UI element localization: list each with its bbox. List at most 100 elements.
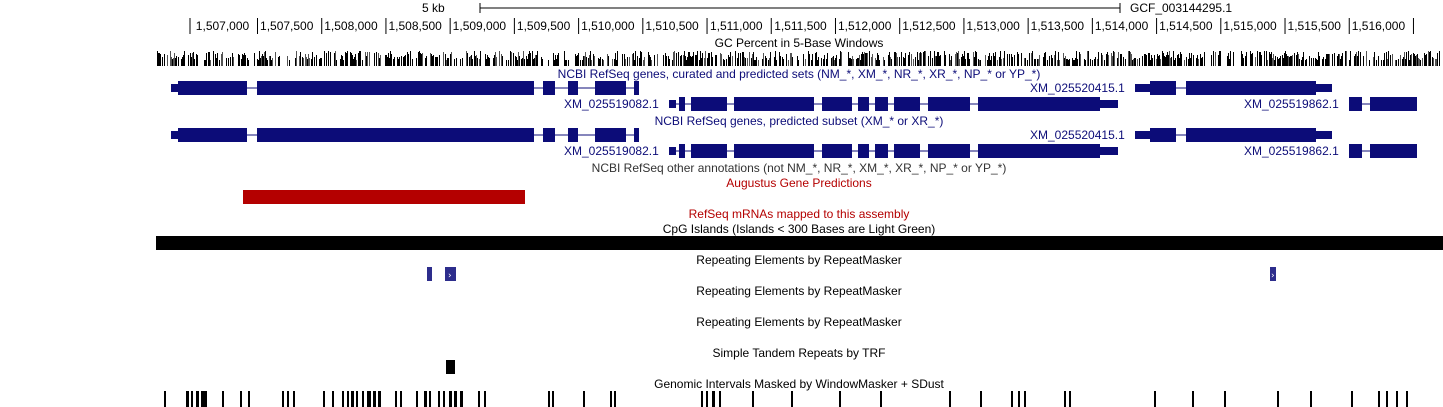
gc-percent-bar [629, 57, 630, 66]
track-label-repeatmasker-2[interactable]: Repeating Elements by RepeatMasker [696, 284, 902, 298]
track-label-repeatmasker-3[interactable]: Repeating Elements by RepeatMasker [696, 315, 902, 329]
gc-percent-bar [1012, 57, 1013, 66]
gc-percent-bar [456, 58, 457, 66]
gc-percent-bar [369, 52, 370, 66]
track-label-windowmasker[interactable]: Genomic Intervals Masked by WindowMasker… [654, 377, 944, 391]
gc-percent-bar [1120, 54, 1121, 66]
refseq-all-gene-lower-row-exon [679, 97, 685, 111]
gc-percent-bar [895, 52, 896, 66]
track-label-refseq-other[interactable]: NCBI RefSeq other annotations (not NM_*,… [591, 161, 1007, 175]
track-label-refseq-predicted[interactable]: NCBI RefSeq genes, predicted subset (XM_… [654, 114, 944, 128]
gc-percent-bar [488, 57, 489, 66]
gc-percent-bar [923, 52, 924, 66]
track-label-gc-percent[interactable]: GC Percent in 5-Base Windows [714, 36, 884, 50]
gc-percent-bar [1014, 55, 1015, 66]
track-label-refseq-mrna[interactable]: RefSeq mRNAs mapped to this assembly [688, 207, 910, 221]
windowmasker-interval [949, 391, 951, 407]
gc-percent-bar [745, 58, 746, 66]
ruler-tick-label: 1,510,500 [645, 19, 699, 33]
gc-percent-bar [1131, 54, 1132, 66]
gc-percent-bar [826, 59, 827, 66]
refseq-predicted-gene-xm-025519082-exon [568, 128, 578, 142]
gc-percent-bar [1392, 54, 1393, 66]
track-label-augustus[interactable]: Augustus Gene Predictions [726, 176, 872, 190]
gc-percent-bar [511, 52, 512, 66]
gc-percent-bar [188, 55, 189, 66]
gc-percent-bar [447, 58, 448, 66]
gene-label-xm-025520415[interactable]: XM_025520415.1 [1030, 81, 1125, 95]
gc-percent-bar [1274, 60, 1275, 66]
gc-percent-bar [270, 56, 271, 66]
gc-percent-bar [495, 52, 496, 66]
gc-percent-bar [479, 59, 480, 66]
gc-percent-bar [1003, 58, 1004, 66]
gc-percent-bar [999, 57, 1000, 66]
gc-percent-bar [937, 52, 938, 66]
gc-percent-bar [1322, 59, 1323, 66]
gc-percent-bar [172, 59, 173, 66]
track-label-refseq-all[interactable]: NCBI RefSeq genes, curated and predicted… [557, 67, 1041, 81]
gc-percent-bar [1218, 55, 1219, 66]
gc-percent-bar [487, 55, 488, 66]
gc-percent-bar [1280, 56, 1281, 66]
gene-label-xm-025519862[interactable]: XM_025519862.1 [1244, 97, 1339, 111]
gc-percent-bar [934, 51, 935, 66]
gc-percent-bar [632, 54, 633, 66]
gc-percent-bar [975, 51, 976, 66]
gc-percent-bar [397, 57, 398, 66]
chevron-right-icon: › [1271, 271, 1275, 281]
gc-percent-bar [890, 57, 891, 66]
gc-percent-bar [1420, 60, 1421, 66]
gc-percent-bar [553, 53, 554, 66]
gc-percent-bar [341, 55, 342, 66]
windowmasker-interval [610, 391, 612, 407]
gc-percent-bar [637, 56, 638, 66]
track-label-repeatmasker-1[interactable]: Repeating Elements by RepeatMasker [696, 253, 902, 267]
gc-percent-bar [707, 58, 708, 66]
windowmasker-interval [191, 391, 193, 407]
gc-percent-bar [380, 55, 381, 66]
gc-percent-bar [950, 60, 951, 66]
gc-percent-bar [390, 51, 391, 66]
gc-percent-bar [1305, 60, 1306, 66]
gc-percent-bar [821, 58, 822, 66]
track-label-trf[interactable]: Simple Tandem Repeats by TRF [712, 346, 886, 360]
track-label-cpg-islands[interactable]: CpG Islands (Islands < 300 Bases are Lig… [662, 222, 936, 236]
gc-percent-bar [493, 58, 494, 66]
gc-percent-bar [1414, 54, 1415, 66]
gc-percent-bar [226, 58, 227, 66]
gc-percent-bar [1387, 59, 1388, 66]
ruler-tick-label: 1,508,000 [324, 19, 378, 33]
gc-percent-bar [1018, 54, 1019, 66]
gc-percent-bar [1169, 51, 1170, 66]
refseq-all-gene-xm-025519082-exon [634, 81, 639, 95]
gc-percent-bar [554, 60, 555, 66]
gc-percent-bar [241, 59, 242, 66]
gc-percent-bar [1327, 54, 1328, 66]
gc-percent-bar [535, 55, 536, 66]
gene-label-xm-025519862-predicted[interactable]: XM_025519862.1 [1244, 144, 1339, 158]
gc-percent-bar [515, 56, 516, 66]
gc-percent-bar [1201, 58, 1202, 66]
gc-percent-bar [824, 55, 825, 66]
gene-label-xm-025520415-predicted[interactable]: XM_025520415.1 [1030, 128, 1125, 142]
gc-percent-bar [904, 58, 905, 66]
gc-percent-bar [1189, 53, 1190, 66]
gc-percent-bar [167, 55, 168, 66]
gene-label-xm-025519082-predicted[interactable]: XM_025519082.1 [564, 144, 659, 158]
gc-percent-bar [997, 60, 998, 66]
gc-percent-bar [1369, 60, 1370, 66]
gene-label-xm-025519082[interactable]: XM_025519082.1 [564, 97, 659, 111]
gc-percent-bar [360, 51, 361, 66]
gc-percent-bar [1198, 59, 1199, 66]
gc-percent-bar [1439, 51, 1440, 66]
gc-percent-bar [622, 54, 623, 66]
refseq-all-gene-xm-025519082-exon [595, 81, 626, 95]
gc-percent-bar [863, 54, 864, 66]
gc-percent-bar [486, 59, 487, 66]
gc-percent-bar [451, 52, 452, 66]
gc-percent-bar [257, 59, 258, 66]
gc-percent-bar [1130, 52, 1131, 66]
